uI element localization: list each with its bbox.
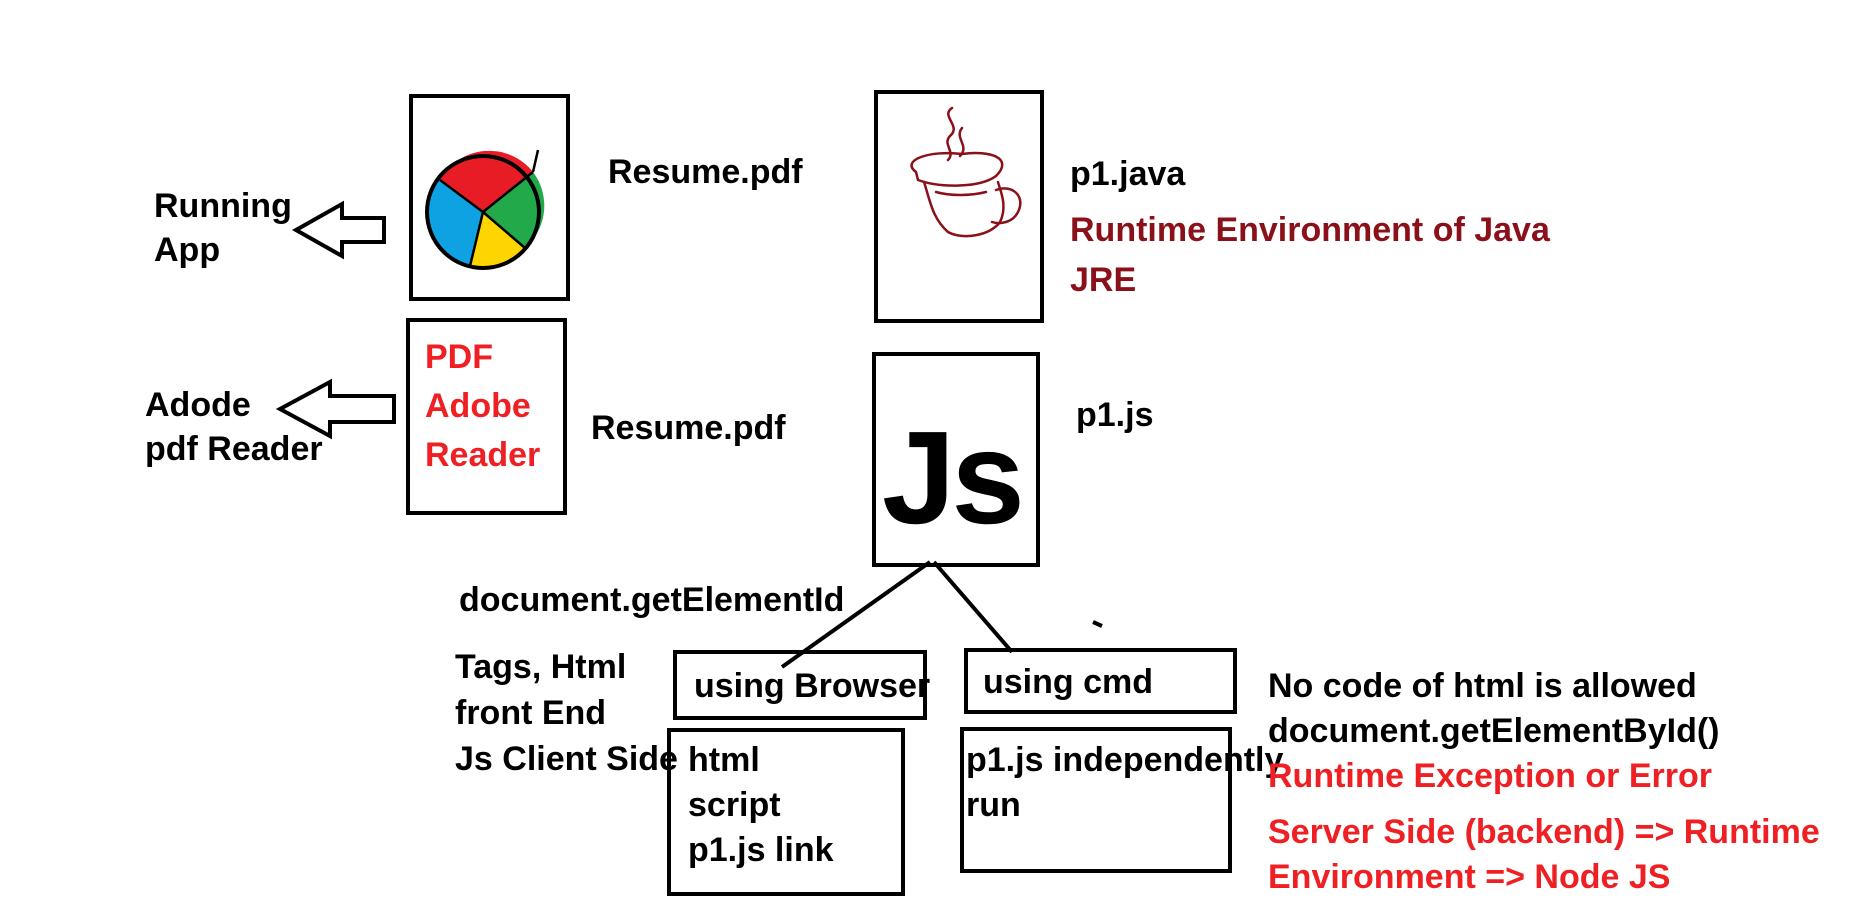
browser-contents-box: [667, 728, 905, 896]
java-cup-icon: [910, 106, 1022, 238]
using-browser-label: using Browser: [694, 667, 931, 705]
cmd-contents-text: p1.js independently run: [966, 741, 1284, 824]
resume-pdf-top-label: Resume.pdf: [608, 153, 803, 191]
branch-line-cmd: [932, 560, 1014, 654]
browser-app-box: [409, 94, 570, 301]
resume-pdf-bottom-label: Resume.pdf: [591, 409, 786, 447]
javascript-file-box: [872, 352, 1040, 567]
left-arrow-icon: [275, 378, 396, 440]
runtime-exception-note: Runtime Exception or Error: [1268, 757, 1712, 795]
pdf-box-label: PDF Adobe Reader: [425, 338, 541, 474]
left-arrow-icon: [291, 200, 386, 260]
using-cmd-label: using cmd: [983, 663, 1154, 701]
branch-line-browser: [780, 560, 932, 669]
javascript-logo-text: Js: [882, 404, 1025, 551]
get-element-by-id-note: document.getElementById(): [1268, 712, 1720, 750]
java-runtime-label: Runtime Environment of Java: [1070, 211, 1550, 249]
java-file-box: [874, 90, 1044, 323]
adobe-reader-app-label: Adode pdf Reader: [145, 386, 323, 469]
server-side-note: Server Side (backend) => Runtime Environ…: [1268, 813, 1820, 896]
pdf-reader-box: [406, 318, 567, 515]
stray-mark: [1092, 620, 1103, 628]
jre-label: JRE: [1070, 261, 1137, 299]
running-app-label: Running App: [154, 187, 292, 270]
using-browser-box: [673, 650, 927, 720]
using-cmd-box: [964, 648, 1237, 714]
no-html-code-note: No code of html is allowed: [1268, 667, 1697, 705]
client-side-notes: Tags, Html front End Js Client Side: [455, 648, 678, 778]
get-element-id-label: document.getElementId: [459, 581, 845, 619]
browser-logo-icon: [425, 149, 545, 270]
p1-java-label: p1.java: [1070, 155, 1186, 193]
cmd-contents-box: [960, 727, 1232, 873]
p1-js-label: p1.js: [1076, 396, 1154, 434]
browser-contents-text: html script p1.js link: [688, 741, 834, 869]
